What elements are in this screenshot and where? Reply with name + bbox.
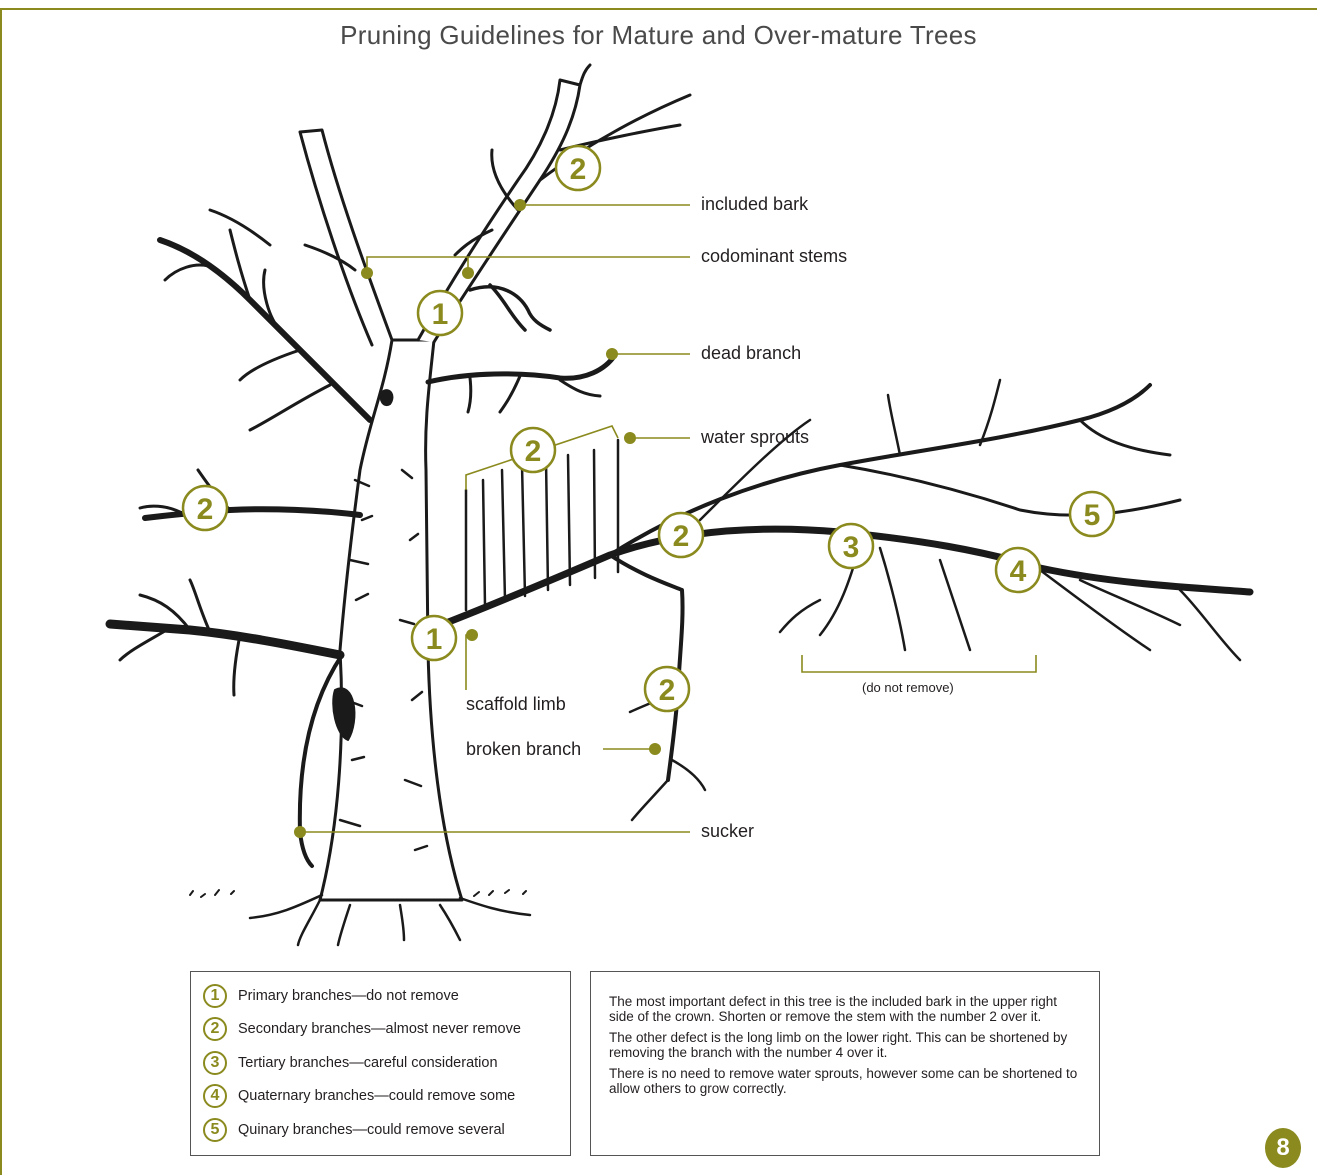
label-codominant-stems: codominant stems xyxy=(701,246,847,267)
codominant-stem-left xyxy=(300,130,392,345)
svg-text:3: 3 xyxy=(843,531,860,564)
legend-box: 1 Primary branches—do not remove 2 Secon… xyxy=(190,971,571,1156)
dead-branch-drawing xyxy=(428,355,615,382)
legend-text: Secondary branches—almost never remove xyxy=(238,1021,521,1037)
legend-badge: 3 xyxy=(203,1051,227,1075)
svg-text:1: 1 xyxy=(426,623,443,656)
legend-text: Tertiary branches—careful consideration xyxy=(238,1055,498,1071)
badge-2-sprouts: 2 xyxy=(511,428,555,472)
page-number-badge: 8 xyxy=(1265,1128,1301,1168)
badges: 2 1 2 2 2 3 4 5 xyxy=(183,146,1114,711)
svg-text:2: 2 xyxy=(570,153,587,186)
legend-row: 3 Tertiary branches—careful consideratio… xyxy=(203,1049,498,1077)
svg-text:5: 5 xyxy=(1084,499,1101,532)
legend-text: Primary branches—do not remove xyxy=(238,988,459,1004)
legend-badge: 4 xyxy=(203,1084,227,1108)
legend-row: 5 Quinary branches—could remove several xyxy=(203,1116,505,1144)
badge-2-left: 2 xyxy=(183,486,227,530)
label-sucker: sucker xyxy=(701,821,754,842)
badge-1-low: 1 xyxy=(412,616,456,660)
legend-row: 4 Quaternary branches—could remove some xyxy=(203,1082,515,1110)
svg-text:2: 2 xyxy=(525,435,542,468)
badge-1-top: 1 xyxy=(418,291,462,335)
label-water-sprouts: water sprouts xyxy=(701,427,809,448)
legend-badge: 2 xyxy=(203,1017,227,1041)
legend-text: Quaternary branches—could remove some xyxy=(238,1088,515,1104)
legend-badge: 1 xyxy=(203,984,227,1008)
svg-text:1: 1 xyxy=(432,298,449,331)
badge-5: 5 xyxy=(1070,492,1114,536)
badge-2-limb: 2 xyxy=(659,513,703,557)
badge-3: 3 xyxy=(829,524,873,568)
badge-2-hanging: 2 xyxy=(645,667,689,711)
note-paragraph: The other defect is the long limb on the… xyxy=(609,1030,1081,1060)
label-scaffold-limb: scaffold limb xyxy=(466,694,566,715)
left-lower-branch xyxy=(110,624,340,655)
legend-badge: 5 xyxy=(203,1118,227,1142)
legend-row: 1 Primary branches—do not remove xyxy=(203,982,459,1010)
badge-4: 4 xyxy=(996,548,1040,592)
svg-text:2: 2 xyxy=(659,674,676,707)
badge-2-top: 2 xyxy=(556,146,600,190)
note-paragraph: There is no need to remove water sprouts… xyxy=(609,1066,1081,1096)
legend-text: Quinary branches—could remove several xyxy=(238,1122,505,1138)
label-dead-branch: dead branch xyxy=(701,343,801,364)
svg-text:2: 2 xyxy=(673,520,690,553)
svg-text:4: 4 xyxy=(1010,555,1027,588)
notes-box: The most important defect in this tree i… xyxy=(590,971,1100,1156)
svg-text:2: 2 xyxy=(197,493,214,526)
note-paragraph: The most important defect in this tree i… xyxy=(609,994,1081,1024)
label-broken-branch: broken branch xyxy=(466,739,581,760)
label-do-not-remove: (do not remove) xyxy=(862,680,954,695)
label-included-bark: included bark xyxy=(701,194,808,215)
legend-row: 2 Secondary branches—almost never remove xyxy=(203,1015,521,1043)
